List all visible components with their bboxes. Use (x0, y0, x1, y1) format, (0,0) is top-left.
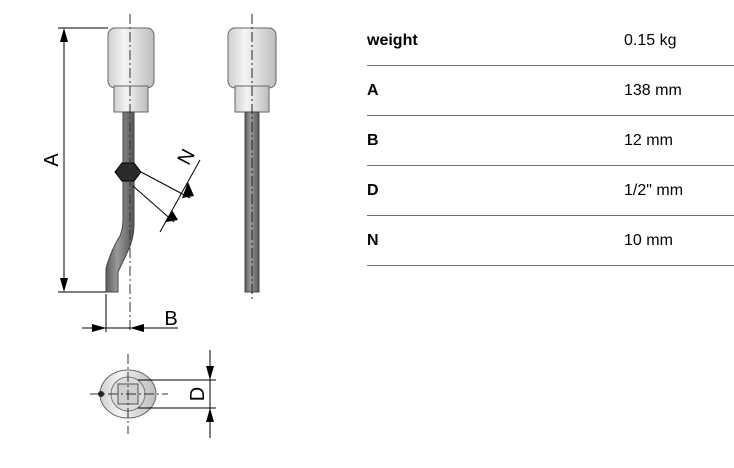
spec-value: 0.15 kg (624, 16, 734, 66)
bent-rod (105, 111, 135, 293)
spec-value: 10 mm (624, 215, 734, 266)
dim-label-a: A (41, 153, 63, 167)
spec-value: 1/2" mm (624, 165, 734, 216)
front-view (227, 14, 277, 302)
side-view (105, 14, 155, 332)
spec-value: 138 mm (624, 65, 734, 116)
spec-key: B (367, 115, 624, 166)
dimension-b: B (82, 294, 178, 332)
spec-key: weight (367, 16, 624, 66)
dimension-a: A (41, 27, 108, 293)
spec-row-a: A 138 mm (367, 65, 734, 116)
spec-key: N (367, 215, 624, 266)
spec-row-n: N 10 mm (367, 215, 734, 266)
specs-table: weight 0.15 kg A 138 mm B 12 mm D 1/2" m… (367, 16, 734, 266)
end-view (90, 354, 168, 434)
side-socket (107, 27, 155, 89)
hex-head-icon (114, 162, 142, 182)
dim-label-b: B (164, 308, 177, 330)
spec-row-weight: weight 0.15 kg (367, 16, 734, 66)
side-socket-neck (113, 85, 149, 113)
dimension-d: D (138, 350, 216, 438)
dim-label-n: N (174, 146, 200, 169)
spec-key: A (367, 65, 624, 116)
technical-drawing: A N B D (41, 14, 277, 438)
spec-key: D (367, 165, 624, 216)
dim-label-d: D (187, 387, 209, 401)
spec-value: 12 mm (624, 115, 734, 166)
spec-row-b: B 12 mm (367, 115, 734, 166)
spec-row-d: D 1/2" mm (367, 165, 734, 216)
dimension-n: N (132, 146, 201, 233)
